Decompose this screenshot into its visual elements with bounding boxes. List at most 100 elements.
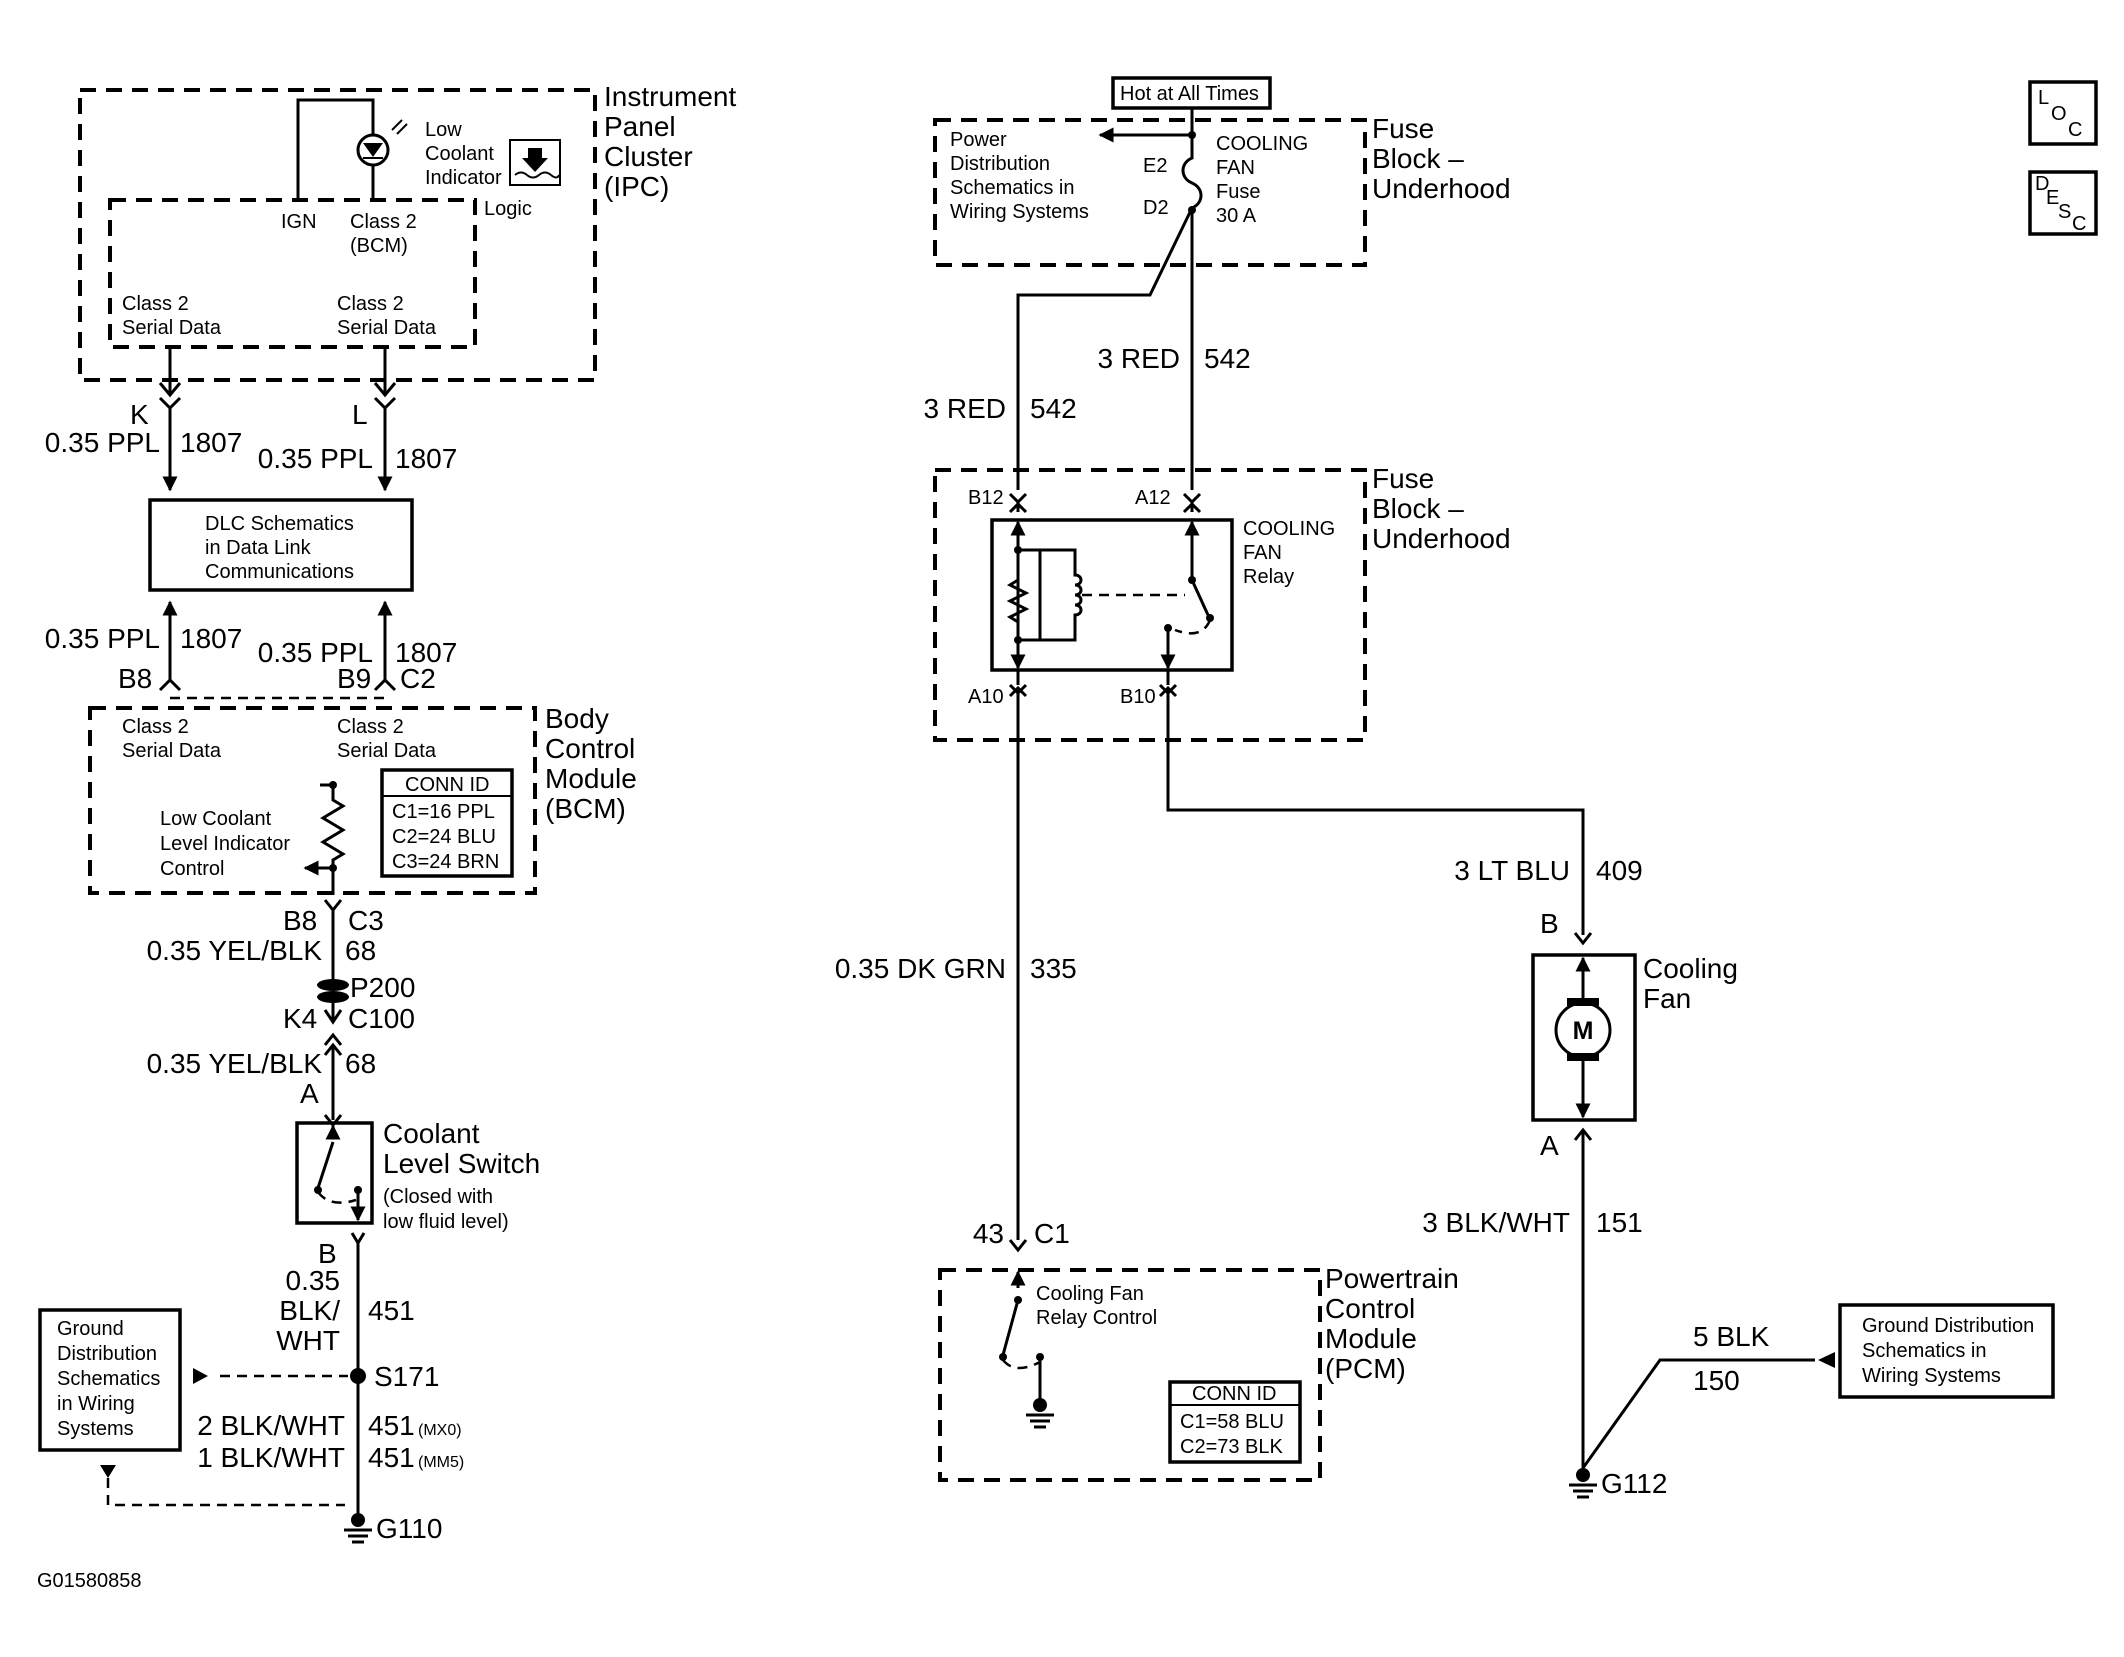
yelblk-circuit-1: 68 (345, 935, 376, 966)
bcm-left-gauge: 0.35 PPL (45, 623, 160, 654)
red-right-gauge: 3 RED (1098, 343, 1180, 374)
bcm-dlc-wires: 0.35 PPL 1807 B8 0.35 PPL 1807 B9 C2 (45, 600, 457, 700)
desc-letter-2: E (2046, 187, 2059, 209)
blkwht-gauge-3b: BLK/ (279, 1295, 340, 1326)
coolant-level-switch: Coolant Level Switch (Closed with low fl… (295, 1118, 540, 1233)
splice-p200-label: P200 (350, 972, 415, 1003)
left-ground-wiring: B 0.35 BLK/ WHT 451 S171 2 BLK/WHT 451 (… (100, 1232, 464, 1544)
relay-pin-b10: B10 (1120, 686, 1156, 708)
power-dist-3: Schematics in (950, 177, 1075, 199)
motor-icon (1554, 1001, 1612, 1059)
pcm-conn-c1: C1 (1034, 1218, 1070, 1249)
ign-label: IGN (281, 211, 317, 233)
bcm-right-circuit: 1807 (395, 637, 457, 668)
cooling-fan-title-1: Cooling (1643, 953, 1738, 984)
ground-left-5: Systems (57, 1418, 134, 1440)
ground-right-2: Schematics in (1862, 1340, 1987, 1362)
relay-label-2: FAN (1243, 542, 1282, 564)
bcm-serial-right-2: Serial Data (337, 740, 437, 762)
class2-bcm-1: Class 2 (350, 211, 417, 233)
hot-at-all-times-box: Hot at All Times (1111, 76, 1272, 110)
option-mm5: (MM5) (418, 1454, 464, 1471)
diagram-id: G01580858 (37, 1570, 142, 1592)
pcm-ground-icon (1026, 1398, 1054, 1429)
fuse-block-relay: Fuse Block – Underhood B12 A12 COOLING F… (933, 463, 1511, 742)
bcm-left-circuit: 1807 (180, 623, 242, 654)
bcm-control-1: Low Coolant (160, 808, 272, 830)
fuse-top-title-2: Block – (1372, 143, 1464, 174)
pcm-title-2: Control (1325, 1293, 1415, 1324)
indicator-label-2: Coolant (425, 143, 494, 165)
cooling-fan: M Cooling Fan (1531, 953, 1738, 1122)
switch-note-2: low fluid level) (383, 1211, 509, 1233)
motor-label: M (1573, 1017, 1594, 1045)
yelblk-circuit-2: 68 (345, 1048, 376, 1079)
ground-g112-label: G112 (1601, 1468, 1667, 1499)
power-dist-1: Power (950, 129, 1007, 151)
blkwht-fan-gauge: 3 BLK/WHT (1422, 1207, 1570, 1238)
ipc-pin-k: K (130, 399, 149, 430)
conn-c100: C100 (348, 1003, 415, 1034)
splice-s171-dot (350, 1368, 366, 1384)
blkwht-gauge-3a: 0.35 (286, 1265, 341, 1296)
relay-pin-a10: A10 (968, 686, 1004, 708)
ipc-dlc-wires: K L 0.35 PPL 1807 0.35 PPL 1807 (45, 345, 457, 490)
pcm-control-2: Relay Control (1036, 1307, 1157, 1329)
ipc-module: Instrument Panel Cluster (IPC) Low Coola… (78, 81, 736, 382)
ground-left-3: Schematics (57, 1368, 160, 1390)
bcm-serial-left-2: Serial Data (122, 740, 222, 762)
fuse-block-top: Hot at All Times Fuse Block – Underhood … (933, 76, 1511, 267)
dlc-schematics-box[interactable]: DLC Schematics in Data Link Communicatio… (148, 498, 414, 592)
pullup-resistor-icon (303, 781, 346, 895)
loc-button[interactable]: L O C (2028, 80, 2098, 146)
ipc-left-circuit: 1807 (180, 427, 242, 458)
blkwht-gauge-3c: WHT (276, 1325, 340, 1356)
pcm-conn-id-table: CONN ID C1=58 BLU C2=73 BLK (1168, 1380, 1302, 1464)
relay-pin-a12: A12 (1135, 487, 1171, 509)
relay-pin-b12: B12 (968, 487, 1004, 509)
loc-letter-1: L (2038, 87, 2049, 109)
pcm-control-1: Cooling Fan (1036, 1283, 1144, 1305)
desc-button[interactable]: D E S C (2028, 170, 2098, 236)
bcm-title-1: Body (545, 703, 609, 734)
ground-distribution-left-box[interactable]: Ground Distribution Schematics in Wiring… (38, 1308, 182, 1452)
red-left-gauge: 3 RED (924, 393, 1006, 424)
bcm-conn-header: CONN ID (405, 774, 489, 796)
blkwht-fan-circuit: 151 (1596, 1207, 1643, 1238)
splice-s171-label: S171 (374, 1361, 439, 1392)
dlc-line-1: DLC Schematics (205, 513, 354, 535)
ipc-serial-right-1: Class 2 (337, 293, 404, 315)
cooling-fan-title-2: Fan (1643, 983, 1691, 1014)
blkwht-circuit-4: 451 (368, 1410, 415, 1441)
fuse-label-3: Fuse (1216, 181, 1260, 203)
ipc-right-gauge: 0.35 PPL (258, 443, 373, 474)
bcm-module: Body Control Module (BCM) Class 2 Serial… (88, 703, 637, 895)
bcm-conn-c1: C1=16 PPL (392, 801, 495, 823)
desc-letter-1: D (2035, 173, 2049, 195)
relay-label-3: Relay (1243, 566, 1294, 588)
switch-note-1: (Closed with (383, 1186, 493, 1208)
desc-letter-4: C (2072, 213, 2086, 235)
indicator-lamp-icon (356, 119, 408, 167)
logic-label: Logic (484, 198, 532, 220)
dlc-line-2: in Data Link (205, 537, 312, 559)
fuse-top-title-1: Fuse (1372, 113, 1434, 144)
dlc-line-3: Communications (205, 561, 354, 583)
fuse-label-1: COOLING (1216, 133, 1308, 155)
fuse-label-2: FAN (1216, 157, 1255, 179)
ipc-title-2: Panel (604, 111, 676, 142)
ipc-right-circuit: 1807 (395, 443, 457, 474)
blkwht-gauge-5: 1 BLK/WHT (197, 1442, 345, 1473)
ground-g110-icon (344, 1513, 372, 1544)
option-mx0: (MX0) (418, 1422, 462, 1439)
ground-distribution-right-box[interactable]: Ground Distribution Schematics in Wiring… (1838, 1303, 2055, 1399)
pcm-conn-c1: C1=58 BLU (1180, 1411, 1284, 1433)
lt-blu-gauge: 3 LT BLU (1454, 855, 1570, 886)
ground-left-2: Distribution (57, 1343, 157, 1365)
pcm-pin-43: 43 (973, 1218, 1004, 1249)
bcm-right-gauge: 0.35 PPL (258, 637, 373, 668)
ipc-left-gauge: 0.35 PPL (45, 427, 160, 458)
bcm-right-pin: B9 (337, 663, 371, 694)
cooling-fan-relay (990, 518, 1234, 672)
